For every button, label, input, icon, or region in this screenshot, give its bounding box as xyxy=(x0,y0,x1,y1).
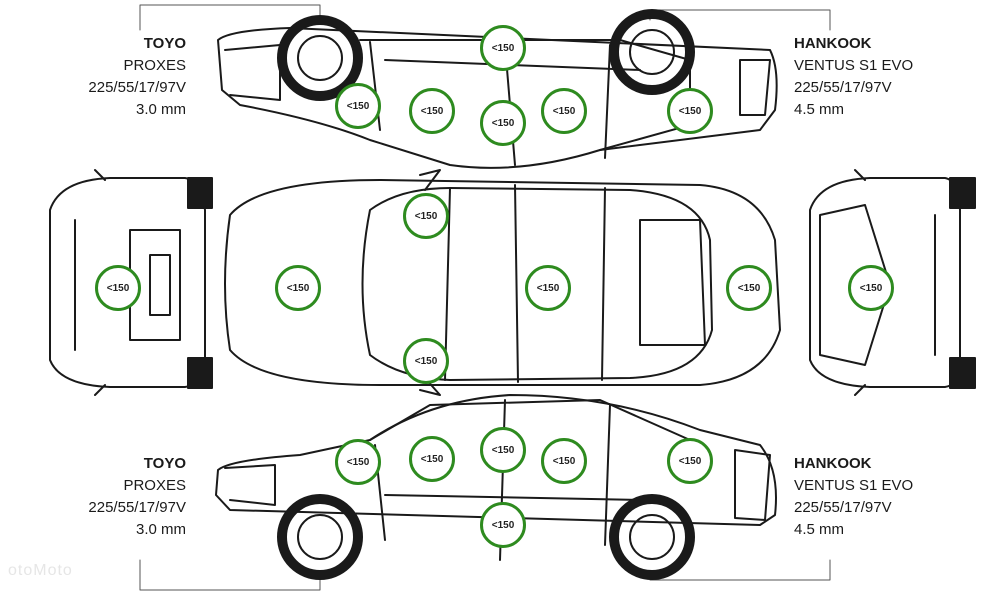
paint-reading-marker: <150 xyxy=(95,265,141,311)
tire-brand: HANKOOK xyxy=(794,455,872,472)
paint-reading-marker: <150 xyxy=(541,88,587,134)
tire-brand: HANKOOK xyxy=(794,35,872,52)
tire-info-front-right: HANKOOK VENTUS S1 EVO 225/55/17/97V 4.5 … xyxy=(794,33,913,121)
paint-reading-marker: <150 xyxy=(848,265,894,311)
tire-tread: 4.5 mm xyxy=(794,101,845,118)
tire-info-rear-left: TOYO PROXES 225/55/17/97V 3.0 mm xyxy=(88,453,186,541)
tire-tread: 4.5 mm xyxy=(794,521,845,538)
paint-reading-marker: <150 xyxy=(480,502,526,548)
paint-reading-marker: <150 xyxy=(409,88,455,134)
tire-model: PROXES xyxy=(123,57,186,74)
car-front-view xyxy=(49,169,213,396)
paint-reading-marker: <150 xyxy=(726,265,772,311)
tire-size: 225/55/17/97V xyxy=(794,499,892,516)
tire-info-front-left: TOYO PROXES 225/55/17/97V 3.0 mm xyxy=(88,33,186,121)
paint-reading-marker: <150 xyxy=(667,438,713,484)
car-top-view xyxy=(224,169,781,396)
paint-reading-marker: <150 xyxy=(525,265,571,311)
tire-size: 225/55/17/97V xyxy=(88,79,186,96)
tire-tread: 3.0 mm xyxy=(135,521,186,538)
paint-reading-marker: <150 xyxy=(409,436,455,482)
car-rear-view xyxy=(809,169,976,396)
tire-brand: TOYO xyxy=(143,455,186,472)
paint-reading-marker: <150 xyxy=(275,265,321,311)
paint-reading-marker: <150 xyxy=(541,438,587,484)
tire-size: 225/55/17/97V xyxy=(794,79,892,96)
paint-reading-marker: <150 xyxy=(480,427,526,473)
paint-reading-marker: <150 xyxy=(403,193,449,239)
paint-reading-marker: <150 xyxy=(335,83,381,129)
watermark-logo: otoMoto xyxy=(8,562,73,579)
tire-model: VENTUS S1 EVO xyxy=(794,477,914,494)
paint-reading-marker: <150 xyxy=(480,25,526,71)
paint-reading-marker: <150 xyxy=(403,338,449,384)
paint-reading-marker: <150 xyxy=(335,439,381,485)
tire-model: PROXES xyxy=(123,477,186,494)
paint-reading-marker: <150 xyxy=(480,100,526,146)
car-side-bottom xyxy=(215,394,777,580)
paint-reading-marker: <150 xyxy=(667,88,713,134)
tire-model: VENTUS S1 EVO xyxy=(794,57,914,74)
tire-brand: TOYO xyxy=(143,35,186,52)
tire-info-rear-right: HANKOOK VENTUS S1 EVO 225/55/17/97V 4.5 … xyxy=(794,453,913,541)
tire-size: 225/55/17/97V xyxy=(88,499,186,516)
tire-tread: 3.0 mm xyxy=(135,101,186,118)
